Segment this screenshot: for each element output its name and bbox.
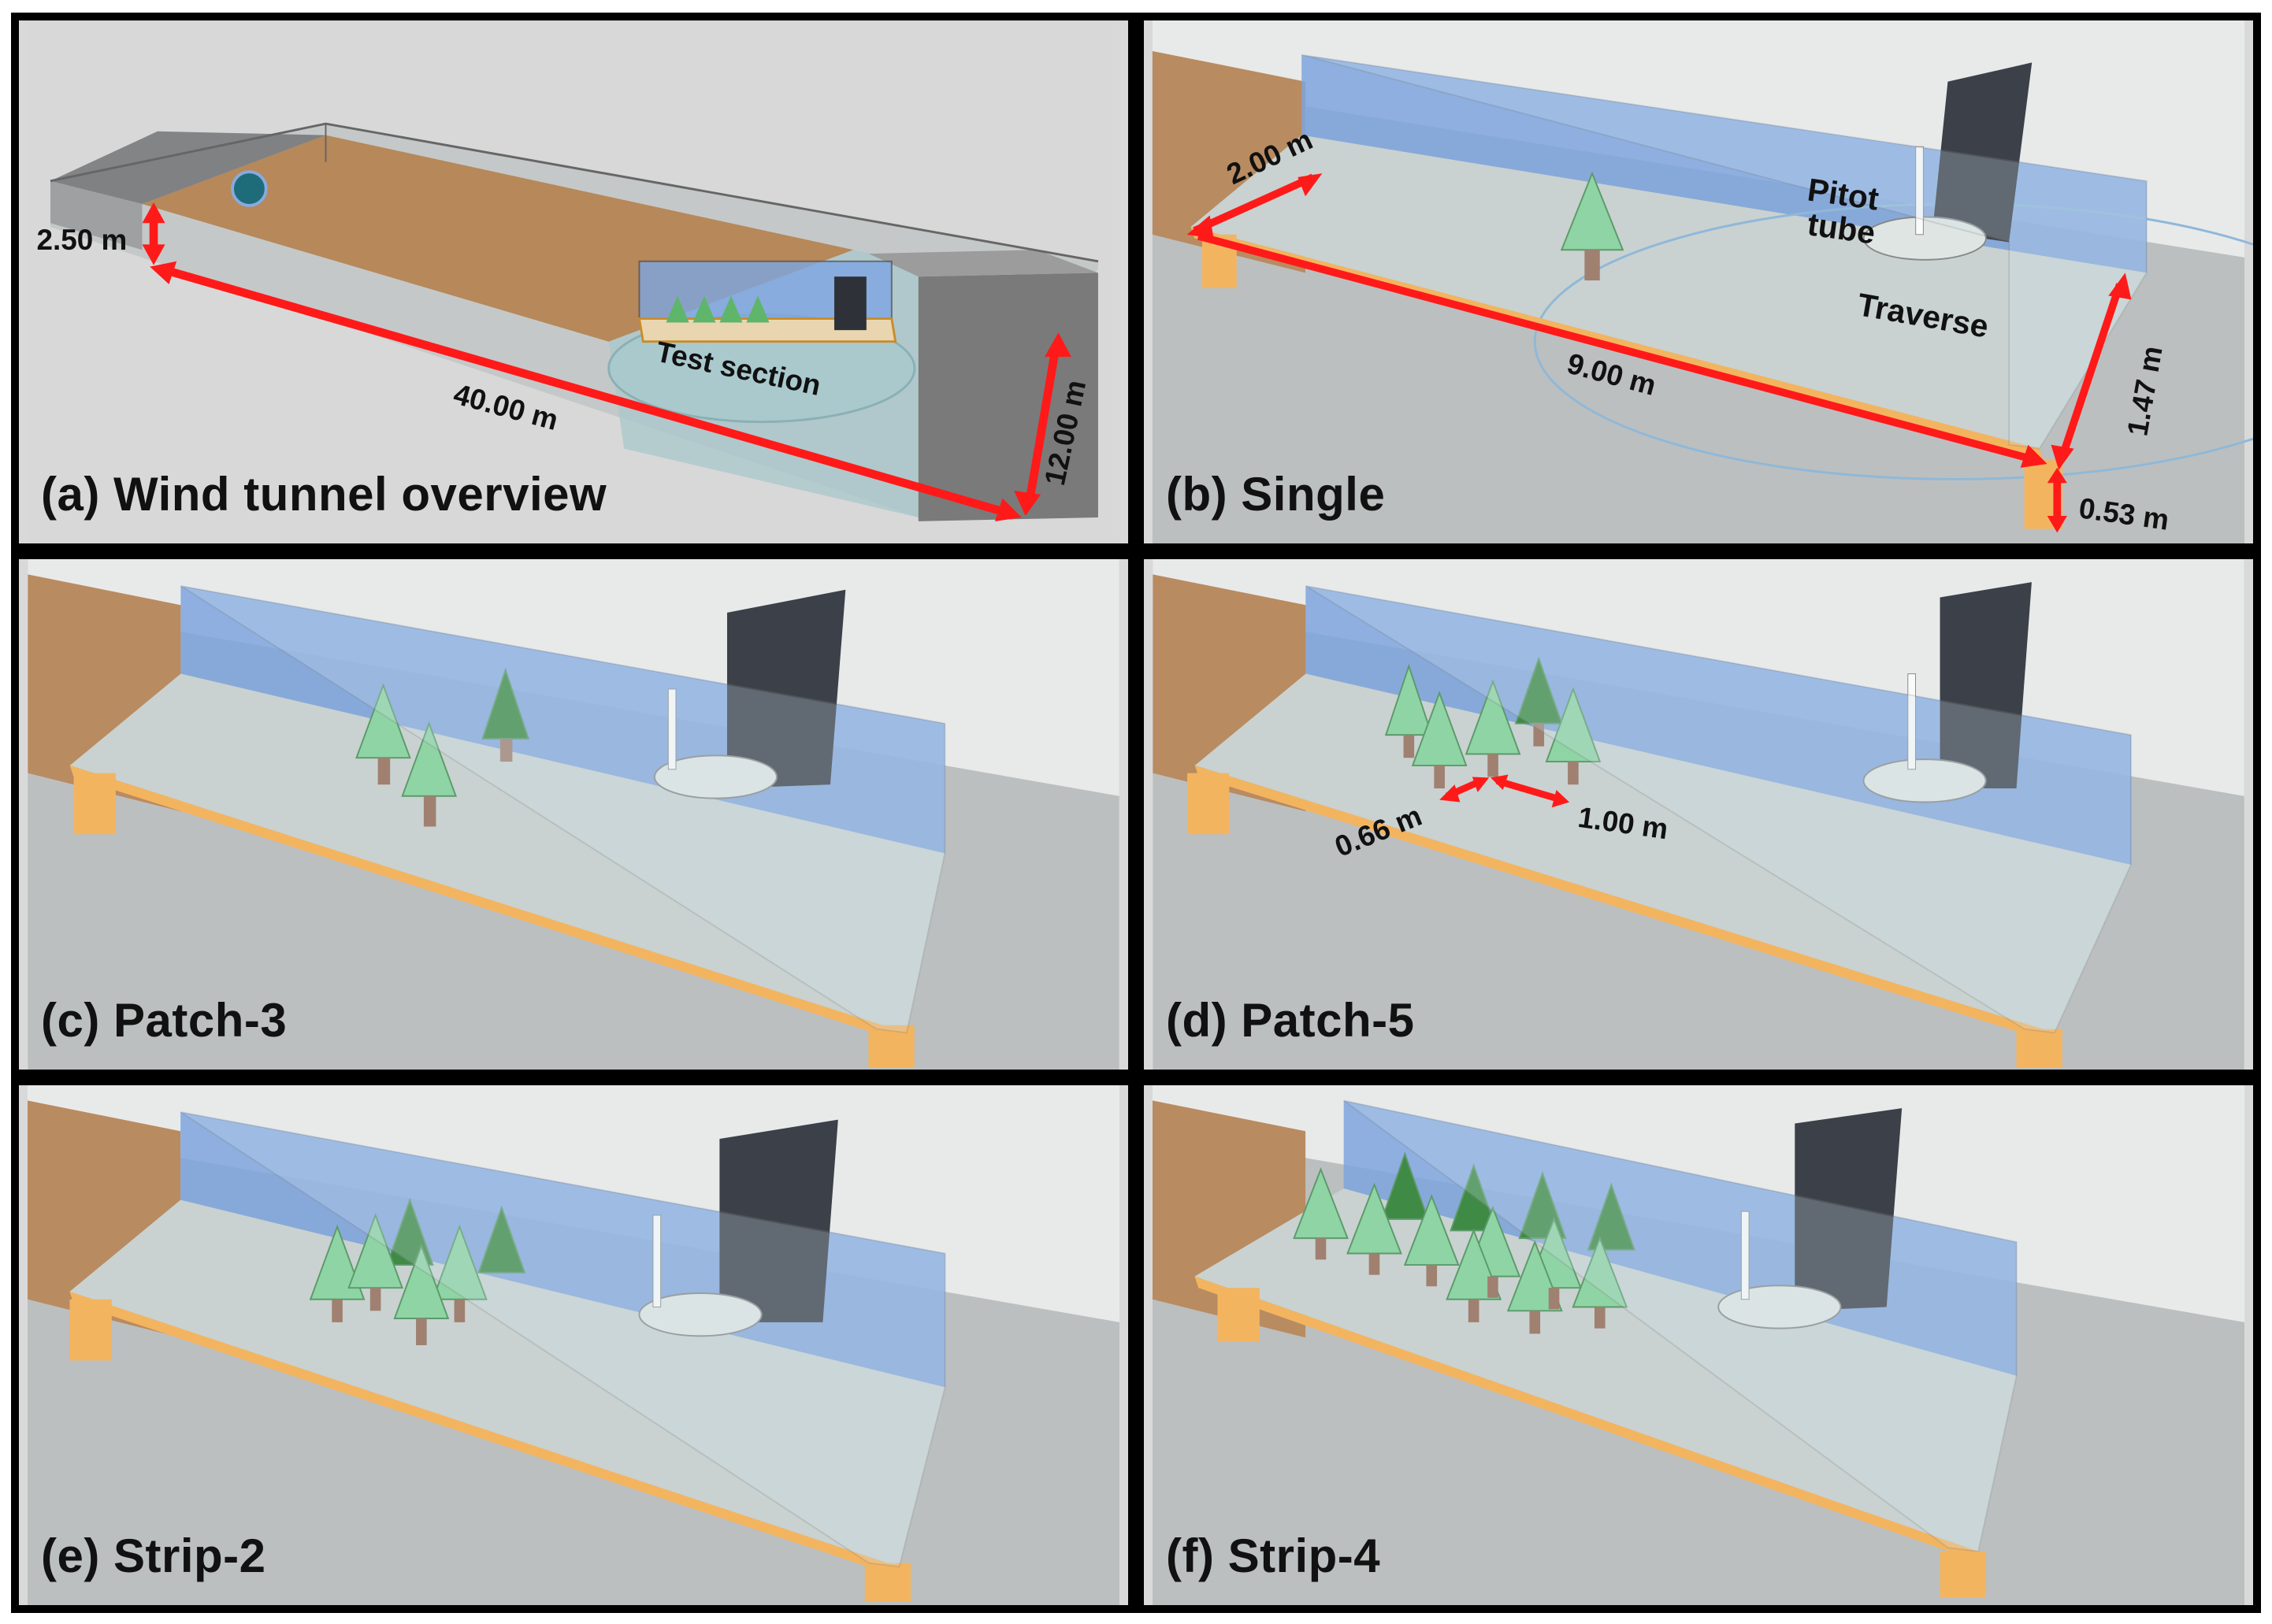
strip-2-drawing — [28, 1085, 1119, 1605]
single-tree-drawing: 2.00 m 9.00 m 1.47 m 0.53 m Pitot tube T… — [1152, 20, 2253, 543]
panel-caption: (c) Patch-3 — [41, 994, 288, 1047]
patch-5-drawing: 0.66 m 1.00 m — [1153, 559, 2244, 1070]
panel-caption: (a) Wind tunnel overview — [41, 468, 607, 521]
panel-f-strip-4: (f) Strip-4 — [1136, 1077, 2261, 1613]
panel-e-strip-2: (e) Strip-2 — [11, 1077, 1136, 1613]
patch-3-drawing — [28, 559, 1119, 1070]
panel-a-wind-tunnel-overview: 2.50 m 40.00 m 12.00 m Test section (a) … — [11, 13, 1136, 551]
panel-c-patch-3: (c) Patch-3 — [11, 551, 1136, 1077]
panel-caption: (d) Patch-5 — [1166, 994, 1415, 1047]
panel-caption: (e) Strip-2 — [41, 1529, 266, 1582]
dimension-label-height: 2.50 m — [37, 224, 128, 256]
tunnel-overview-drawing: 2.50 m 40.00 m 12.00 m Test section — [27, 20, 1120, 543]
strip-4-drawing — [1153, 1085, 2244, 1605]
panel-caption: (f) Strip-4 — [1166, 1529, 1381, 1582]
panel-caption: (b) Single — [1166, 468, 1386, 521]
panel-d-patch-5: 0.66 m 1.00 m (d) Patch-5 — [1136, 551, 2261, 1077]
panel-b-single: 2.00 m 9.00 m 1.47 m 0.53 m Pitot tube T… — [1136, 13, 2261, 551]
